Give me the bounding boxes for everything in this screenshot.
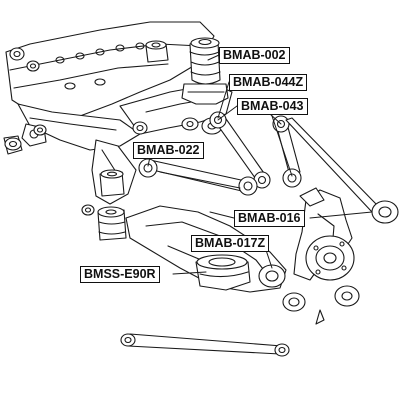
upper-arm-043	[272, 115, 399, 224]
label-bmab-043: BMAB-043	[237, 98, 308, 115]
spring-seat-e90r	[195, 254, 251, 291]
knuckle-lower-bushings	[282, 285, 360, 325]
leader-lines	[147, 54, 373, 275]
upper-bushing	[145, 40, 169, 63]
lateral-arm-022	[138, 158, 258, 196]
label-bmss-e90r: BMSS-E90R	[80, 266, 160, 283]
lower-trailing-link	[120, 333, 290, 357]
subframe-rear-bushing	[97, 206, 127, 241]
label-bmab-016: BMAB-016	[234, 210, 305, 227]
label-bmab-022: BMAB-022	[133, 142, 204, 159]
label-bmab-017z: BMAB-017Z	[191, 235, 270, 252]
left-bolt-bushing	[33, 124, 47, 136]
left-bushing-upper	[9, 47, 40, 72]
mid-subframe-bushing	[99, 169, 125, 197]
label-bmab-044z: BMAB-044Z	[229, 74, 308, 91]
left-subframe-bushing	[3, 135, 23, 155]
wheel-carrier	[293, 187, 355, 281]
top-mount-bushing	[181, 37, 229, 105]
label-bmab-002: BMAB-002	[219, 47, 290, 64]
camber-arm-044z	[209, 111, 271, 189]
lower-left-bolt	[81, 204, 95, 216]
